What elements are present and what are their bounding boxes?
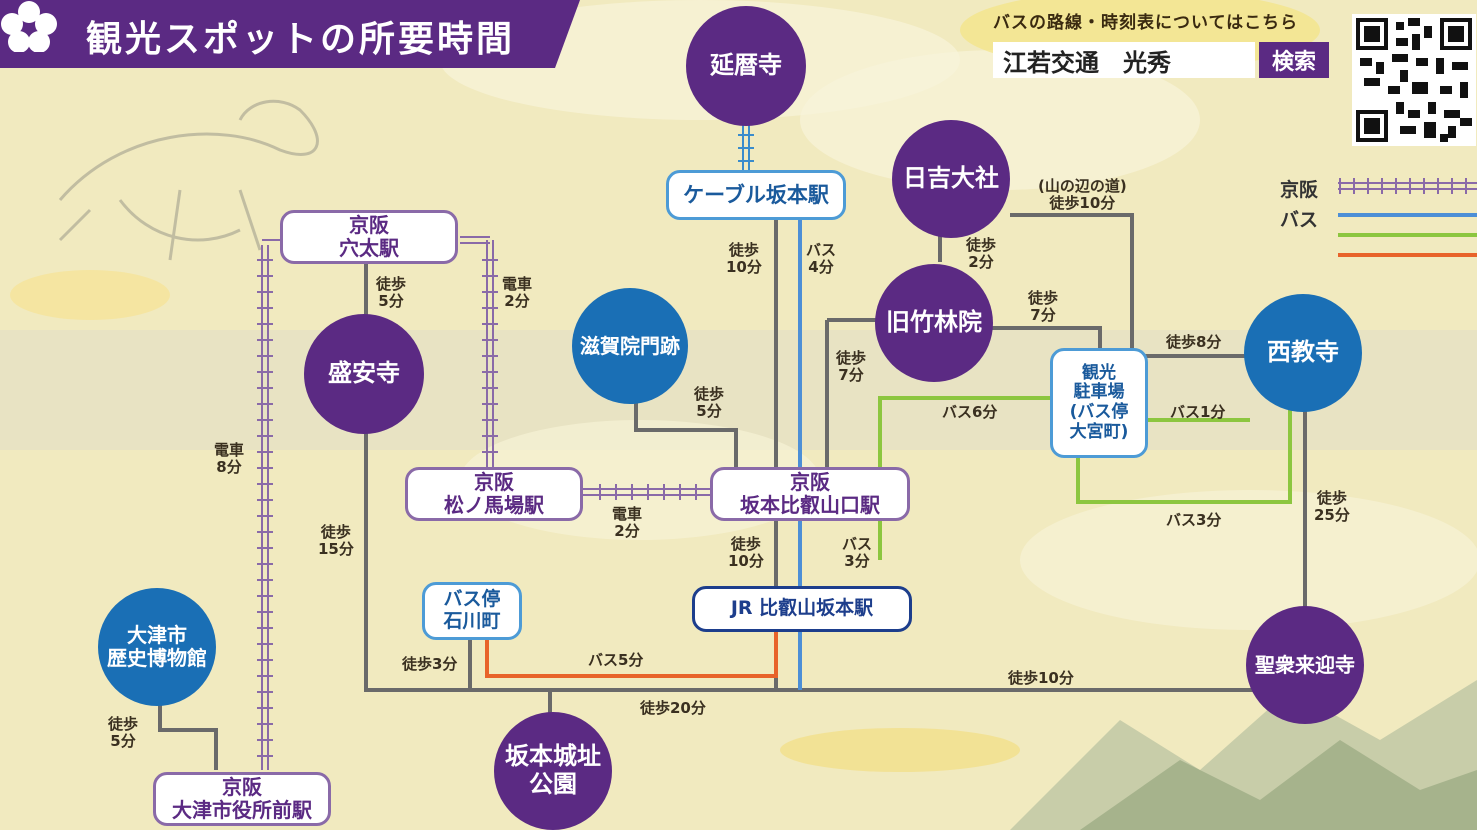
station-keihan-anoo[interactable]: 京阪 穴太駅	[280, 210, 458, 264]
spot-shojuraigoji[interactable]: 聖衆来迎寺	[1246, 606, 1364, 724]
time-label: (山の辺の道) 徒歩10分	[1038, 177, 1127, 212]
keihan-rail-ties	[257, 134, 1477, 757]
time-label: バス1分	[1170, 403, 1226, 421]
time-label: バス 3分	[842, 535, 873, 570]
station-keihan-otsu-city-hall[interactable]: 京阪 大津市役所前駅	[153, 772, 331, 826]
time-label: 電車 2分	[612, 505, 643, 540]
spot-shigain-monzeki[interactable]: 滋賀院門跡	[572, 288, 688, 404]
spot-enryakuji[interactable]: 延暦寺	[686, 6, 806, 126]
time-label: バス 4分	[806, 241, 837, 276]
time-label: 徒歩 2分	[966, 236, 997, 271]
spot-otsu-history-museum[interactable]: 大津市 歴史博物館	[98, 588, 216, 706]
legend-bus-label: バス	[1280, 209, 1319, 231]
spot-seianji[interactable]: 盛安寺	[304, 314, 424, 434]
kanko-parking-omiyacho[interactable]: 観光 駐車場 (バス停 大宮町)	[1050, 348, 1148, 458]
bus-route-orange	[485, 630, 778, 678]
time-label: 徒歩 15分	[318, 523, 354, 558]
time-label: 徒歩 7分	[836, 349, 867, 384]
time-label: 徒歩20分	[640, 699, 706, 717]
time-label: 徒歩10分	[1008, 669, 1074, 687]
station-cable-sakamoto[interactable]: ケーブル坂本駅	[666, 170, 846, 220]
spot-kyuchikurin-in[interactable]: 旧竹林院	[875, 264, 993, 382]
legend-keihan-label: 京阪	[1280, 179, 1319, 201]
time-label: 徒歩8分	[1166, 333, 1222, 351]
time-label: 徒歩 7分	[1028, 289, 1059, 324]
station-keihan-sakamoto-hieizanguchi[interactable]: 京阪 坂本比叡山口駅	[710, 467, 910, 521]
time-label: 徒歩 5分	[694, 385, 725, 420]
time-label: バス5分	[588, 651, 644, 669]
bus-info-panel: バスの路線・時刻表についてはこちら 検索	[985, 8, 1350, 78]
search-row: 検索	[993, 42, 1329, 78]
flower-crest-icon	[1, 1, 57, 52]
search-input[interactable]	[993, 42, 1255, 78]
time-label: 徒歩 10分	[726, 241, 762, 276]
search-button[interactable]: 検索	[1259, 42, 1329, 78]
station-keihan-matsunobaba[interactable]: 京阪 松ノ馬場駅	[405, 467, 583, 521]
bus-info-note: バスの路線・時刻表についてはこちら	[993, 13, 1299, 33]
time-label: 電車 2分	[502, 275, 533, 310]
time-label: 徒歩3分	[402, 655, 458, 673]
spot-sakamoto-castle-park[interactable]: 坂本城址 公園	[494, 712, 612, 830]
header-banner: 観光スポットの所要時間	[0, 0, 580, 68]
time-label: 徒歩 5分	[108, 715, 139, 750]
qilin-illustration	[58, 99, 319, 261]
page-title: 観光スポットの所要時間	[86, 19, 516, 60]
walking-routes	[158, 213, 1307, 770]
time-label: バス6分	[942, 403, 998, 421]
time-label: 電車 8分	[214, 441, 245, 476]
time-label: バス3分	[1166, 511, 1222, 529]
time-label: 徒歩 25分	[1314, 489, 1350, 524]
time-label: 徒歩 5分	[376, 275, 407, 310]
busstop-ishikawacho[interactable]: バス停 石川町	[422, 582, 522, 640]
station-jr-hieizan-sakamoto[interactable]: JR 比叡山坂本駅	[692, 586, 912, 632]
qr-code-icon[interactable]	[1352, 14, 1476, 146]
time-label: 徒歩 10分	[728, 535, 764, 570]
spot-hiyoshi-taisha[interactable]: 日吉大社	[892, 120, 1010, 238]
spot-saikyoji[interactable]: 西教寺	[1244, 294, 1362, 412]
